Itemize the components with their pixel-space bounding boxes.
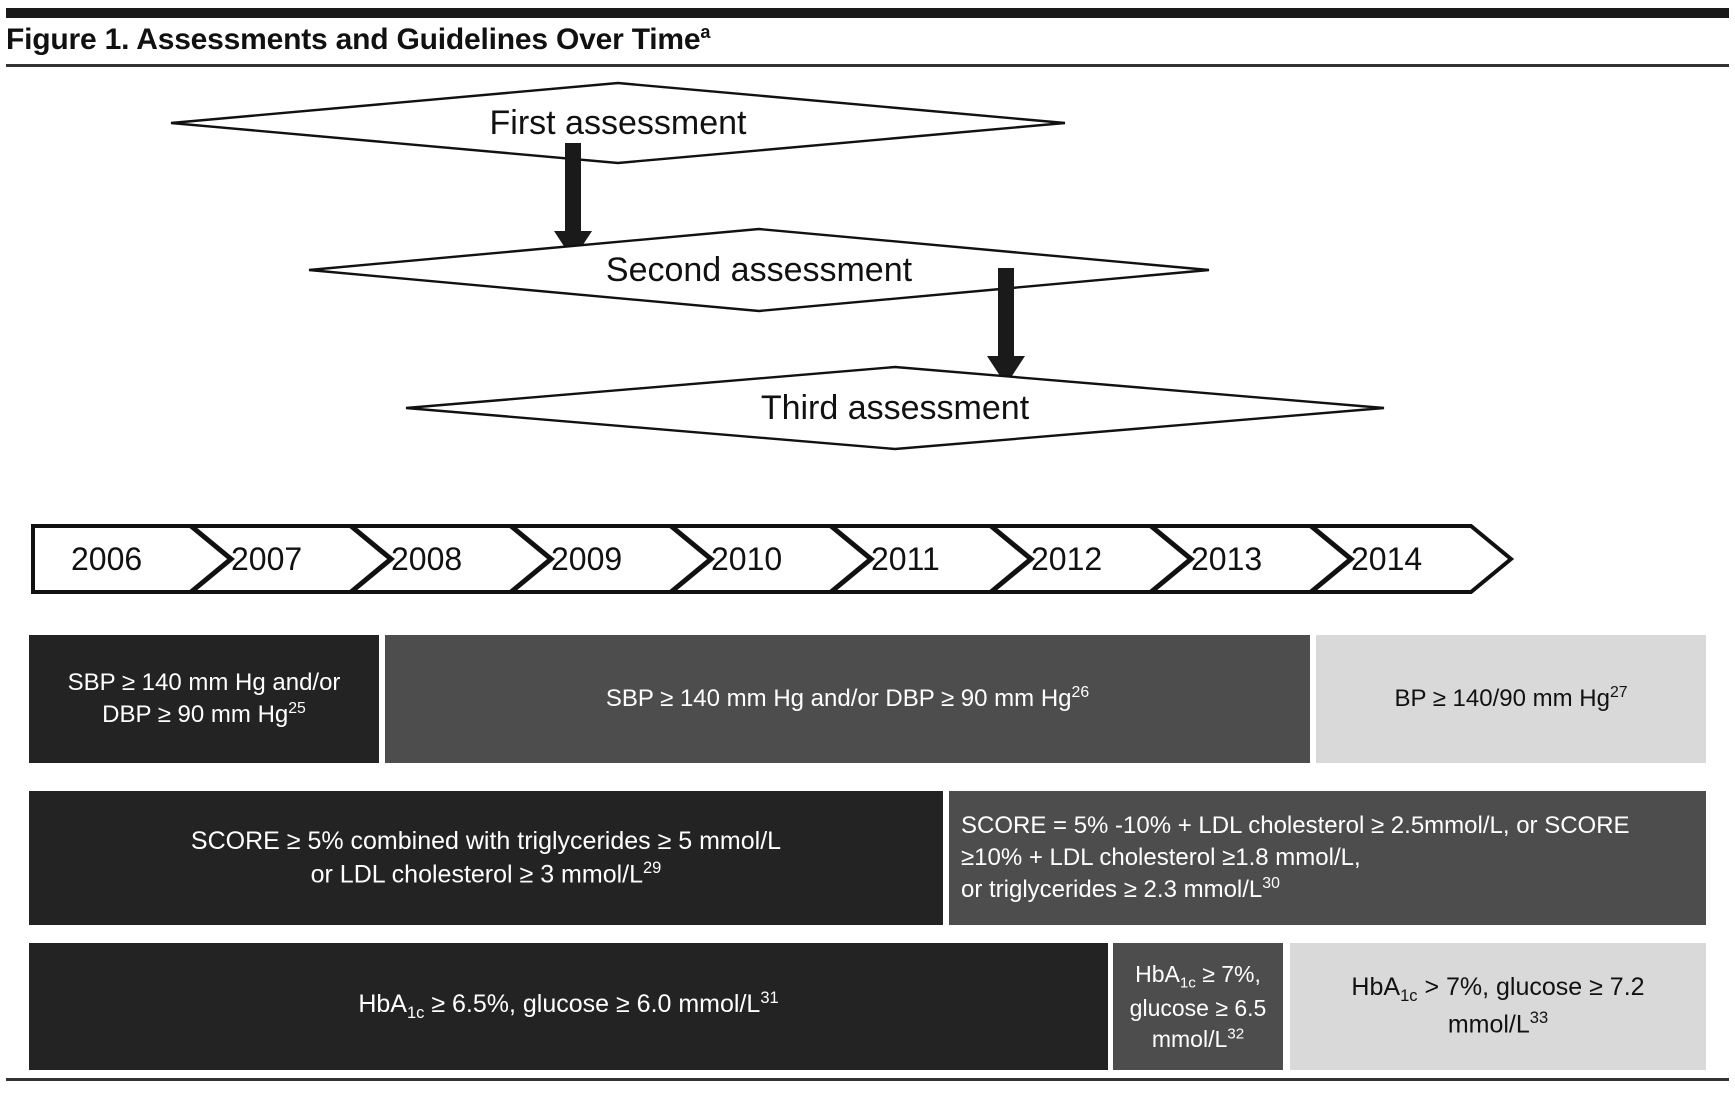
glucose-band-1-html: HbA1c ≥ 6.5%, glucose ≥ 6.0 mmol/L: [358, 990, 761, 1023]
timeline-year-2007[interactable]: 2007: [231, 541, 303, 577]
timeline-year-2014[interactable]: 2014: [1351, 541, 1423, 577]
timeline-year-2006[interactable]: 2006: [71, 541, 143, 577]
guideline-bp-band-1: SBP ≥ 140 mm Hg and/or DBP ≥ 90 mm Hg25: [29, 635, 379, 763]
timeline-year-2008[interactable]: 2008: [391, 541, 463, 577]
guideline-bp-band-2: SBP ≥ 140 mm Hg and/or DBP ≥ 90 mm Hg26: [385, 635, 1310, 763]
guideline-glucose-band-2: HbA1c ≥ 7%, glucose ≥ 6.5 mmol/L32: [1113, 943, 1283, 1070]
top-rule: [6, 8, 1729, 18]
timeline-year-2013[interactable]: 2013: [1191, 541, 1263, 577]
figure-title-footnote-marker: a: [700, 22, 711, 42]
guideline-bp-band-2-line-1: SBP ≥ 140 mm Hg and/or DBP ≥ 90 mm Hg26: [605, 684, 1090, 713]
figure-title-text: Figure 1. Assessments and Guidelines Ove…: [6, 23, 701, 56]
figure-title: Figure 1. Assessments and Guidelines Ove…: [6, 22, 1406, 57]
guideline-lipids-band-2: SCORE = 5% -10% + LDL cholesterol ≥ 2.5m…: [949, 791, 1706, 925]
guideline-lipids-band-1-line-2: or LDL cholesterol ≥ 3 mmol/L29: [310, 858, 662, 889]
arrow-second-to-third: [986, 268, 1026, 386]
guideline-glucose-band-2-line-3: mmol/L32: [1151, 1025, 1245, 1052]
guideline-glucose-band-1-line-1: HbA1c ≥ 6.5%, glucose ≥ 6.0 mmol/L31: [358, 988, 779, 1023]
node-second-assessment: Second assessment: [308, 227, 1210, 313]
timeline-year-labels: 2006 2007 2008 2009 2010 2011 2012 2013 …: [31, 524, 1513, 594]
timeline-year-2011[interactable]: 2011: [871, 541, 940, 577]
title-underline-rule: [6, 64, 1729, 67]
guideline-lipids-band-2-line-1: SCORE = 5% -10% + LDL cholesterol ≥ 2.5m…: [961, 812, 1630, 840]
timeline-year-2012[interactable]: 2012: [1031, 541, 1103, 577]
timeline-year-2009[interactable]: 2009: [551, 541, 623, 577]
guideline-glucose-band-3-line-1: HbA1c > 7%, glucose ≥ 7.2: [1351, 973, 1645, 1006]
node-first-assessment: First assessment: [170, 81, 1066, 165]
timeline: 2006 2007 2008 2009 2010 2011 2012 2013 …: [31, 524, 1515, 594]
timeline-year-2010[interactable]: 2010: [711, 541, 783, 577]
guideline-bp-band-3-line-1: BP ≥ 140/90 mm Hg27: [1394, 684, 1628, 713]
guideline-glucose-band-3-line-2: mmol/L33: [1447, 1009, 1549, 1039]
guideline-bp-band-3: BP ≥ 140/90 mm Hg27: [1316, 635, 1706, 763]
arrow-first-to-second: [553, 143, 593, 261]
guideline-glucose-band-1: HbA1c ≥ 6.5%, glucose ≥ 6.0 mmol/L31: [29, 943, 1108, 1070]
guideline-glucose-band-2-line-2: glucose ≥ 6.5: [1129, 995, 1267, 1022]
guideline-lipids-band-1-line-1: SCORE ≥ 5% combined with triglycerides ≥…: [190, 826, 782, 855]
guideline-glucose-band-3: HbA1c > 7%, glucose ≥ 7.2 mmol/L33: [1290, 943, 1706, 1070]
guideline-glucose-band-2-line-1: HbA1c ≥ 7%,: [1135, 960, 1261, 992]
guideline-lipids-band-2-line-2: ≥10% + LDL cholesterol ≥1.8 mmol/L,: [961, 844, 1361, 872]
guideline-bp-band-1-line-1: SBP ≥ 140 mm Hg and/or: [67, 669, 341, 697]
bottom-rule: [6, 1078, 1729, 1081]
guideline-lipids-band-2-line-3: or triglycerides ≥ 2.3 mmol/L30: [961, 874, 1280, 903]
guideline-lipids-band-1: SCORE ≥ 5% combined with triglycerides ≥…: [29, 791, 943, 925]
node-third-assessment: Third assessment: [405, 365, 1385, 451]
guideline-bp-band-1-line-2: DBP ≥ 90 mm Hg25: [102, 700, 306, 728]
